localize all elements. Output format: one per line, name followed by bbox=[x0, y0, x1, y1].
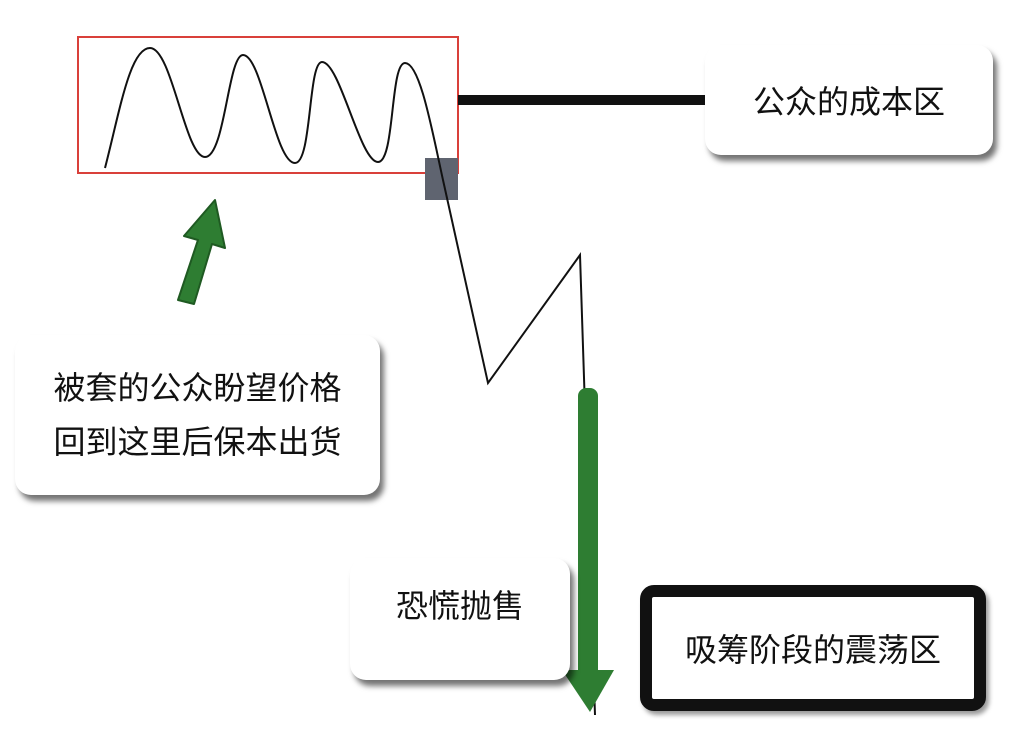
public-cost-zone-label: 公众的成本区 bbox=[705, 45, 993, 155]
accumulation-zone-label: 吸筹阶段的震荡区 bbox=[640, 585, 986, 711]
trapped-public-text-line2: 回到这里后保本出货 bbox=[53, 423, 342, 461]
trapped-public-label: 被套的公众盼望价格 回到这里后保本出货 bbox=[15, 335, 380, 495]
breakdown-marker bbox=[425, 158, 458, 200]
up-arrow bbox=[177, 199, 226, 305]
panic-selling-label: 恐慌抛售 bbox=[350, 558, 570, 680]
public-cost-zone-text: 公众的成本区 bbox=[752, 83, 945, 121]
panic-selling-text: 恐慌抛售 bbox=[395, 587, 524, 625]
accumulation-zone-text: 吸筹阶段的震荡区 bbox=[684, 631, 941, 669]
down-arrow bbox=[562, 388, 614, 712]
price-line bbox=[104, 46, 596, 716]
trapped-public-text-line1: 被套的公众盼望价格 bbox=[53, 369, 342, 407]
